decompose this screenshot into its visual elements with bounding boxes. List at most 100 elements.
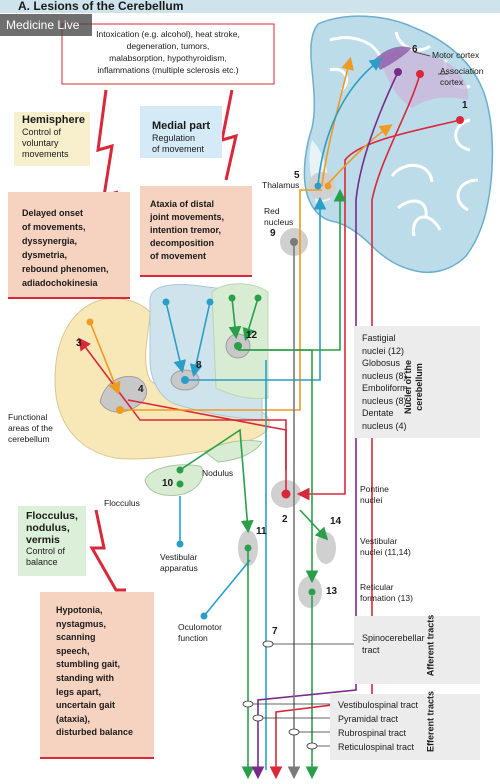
dot-cortex-1: [456, 116, 464, 124]
path-orange-thalamus-cortex: [321, 56, 354, 187]
symptom-line: of movements,: [22, 222, 86, 232]
pontine-line: nuclei: [360, 495, 383, 505]
symptoms-hemisphere: Delayed onset of movements, dyssynergia,…: [22, 206, 109, 290]
number-13: 13: [326, 586, 338, 597]
dot-emboliform: [181, 376, 189, 384]
number-12: 12: [246, 330, 258, 341]
vestibular-apparatus-line: Vestibular: [160, 552, 198, 562]
symptom-line: scanning: [56, 632, 96, 643]
medial-line: Regulation: [152, 133, 196, 143]
dot-medial-2: [206, 298, 214, 306]
dot-motor-cortex-purple: [394, 68, 402, 76]
flocculus-label: Flocculus, nodulus, vermis Control of ba…: [26, 510, 78, 568]
dot-fastigial: [234, 342, 242, 350]
number-5: 5: [294, 170, 300, 181]
path-orange-dentate-thalamus: [120, 189, 322, 411]
symptom-line: dyssynergia,: [22, 236, 78, 246]
cause-line: malabsorption, hypothyroidism,: [109, 53, 227, 63]
hemisphere-line: movements: [22, 149, 69, 159]
nuclei-line: nucleus (4): [362, 420, 407, 431]
number-8: 8: [196, 360, 202, 371]
flocculus-text-label: Flocculus: [104, 498, 140, 508]
hemisphere-box: [14, 112, 90, 166]
medial-title: Medial part: [152, 120, 211, 132]
symptom-line: Hypotonia,: [56, 605, 103, 615]
symptom-line: speech,: [56, 645, 90, 656]
path-red-rubrospinal: [269, 73, 421, 780]
motor-cortex-label: Motor cortex: [432, 50, 480, 60]
oculomotor-line: function: [178, 633, 208, 643]
number-2: 2: [282, 514, 288, 525]
vestibular-nuclei-label: Vestibular nuclei (11,14): [360, 536, 411, 558]
dot-pontine: [281, 489, 291, 499]
efferent-line: Vestibulospinal tract: [338, 700, 419, 710]
efferent-line: Pyramidal tract: [338, 714, 399, 724]
nuclei-box: [354, 326, 480, 438]
dot-vestibular-11: [244, 544, 252, 552]
number-14: 14: [330, 516, 342, 527]
symptom-line: rebound phenomen,: [22, 264, 109, 274]
dot-flocculus: [176, 480, 184, 488]
flocculus-title: Flocculus,: [26, 510, 78, 522]
nuclei-line: Fastigial: [362, 333, 396, 343]
dot-hemisphere-cortex: [86, 318, 94, 326]
watermark: Medicine Live: [0, 14, 92, 36]
oculomotor-label: Oculomotor function: [178, 622, 222, 644]
path-red-cortex-pontine: [296, 119, 461, 501]
path-blue-medial-2: [189, 301, 211, 378]
tract-tube-rubrospinal: [288, 728, 300, 736]
functional-line: Functional: [8, 412, 48, 422]
path-blue-thalamus-cortex: [317, 58, 383, 187]
hemisphere-line: Control of: [22, 127, 62, 137]
tract-leader-motor-cortex: [413, 51, 431, 57]
symptom-line: Delayed onset: [22, 208, 84, 218]
path-blue-oculomotor: [203, 559, 251, 617]
vestibular-nucleus-14: [316, 532, 336, 564]
functional-line: areas of the: [8, 423, 53, 433]
thalamus-label: Thalamus: [262, 180, 300, 190]
cerebellum-hemisphere: [54, 298, 270, 460]
association-cortex-region: [380, 51, 469, 108]
dot-motor-cortex-red: [416, 70, 424, 78]
symptom-line: standing with: [56, 672, 114, 683]
dot-dentate: [116, 406, 124, 414]
efferent-list: Vestibulospinal tract Pyramidal tract Ru…: [338, 698, 418, 754]
afferent-line: Spinocerebellar: [362, 633, 425, 643]
lightning-bolt-medial: [220, 89, 239, 181]
cause-line: Intoxication (e.g. alcohol), heat stroke…: [96, 29, 240, 39]
lightning-bolt-flocculus: [89, 509, 126, 592]
tract-tube-vestibulospinal: [242, 700, 254, 708]
pontine-line: Pontine: [360, 484, 389, 494]
path-blue-medial-1: [165, 301, 187, 374]
nodulus-shape: [204, 439, 263, 463]
dot-vestibular-apparatus: [176, 540, 184, 548]
symptom-line: (ataxia),: [56, 713, 91, 724]
symptom-line: uncertain gait: [56, 700, 116, 711]
functional-line: cerebellum: [8, 434, 50, 444]
reticular-formation-label: Reticular formation (13): [360, 582, 413, 604]
cause-line: inflammations (multiple sclerosis etc.): [97, 65, 239, 75]
red-nucleus-label: Red nucleus: [264, 206, 293, 228]
association-cortex-label: Association cortex: [440, 66, 483, 88]
efferent-line: Rubrospinal tract: [338, 728, 407, 738]
spinocerebellar-label: Spinocerebellar tract: [362, 632, 425, 656]
causes-box: [61, 23, 275, 85]
title-bar: [0, 0, 500, 13]
dot-vermis-1: [228, 294, 236, 302]
causes-text: Intoxication (e.g. alcohol), heat stroke…: [62, 28, 274, 76]
reticular-line: Reticular: [360, 582, 394, 592]
afferent-title: Afferent tracts: [425, 614, 436, 677]
flocculus-line: balance: [26, 557, 58, 567]
vestibular-nuclei-line: Vestibular: [360, 536, 398, 546]
nuclei-line: Globosus: [362, 358, 401, 368]
nuclei-line: Emboliform: [362, 383, 408, 393]
nuclei-line: nucleus (8): [362, 395, 407, 406]
path-green-fastigial-1: [228, 297, 242, 340]
cause-line: degeneration, tumors,: [126, 41, 210, 51]
dot-medial-1: [162, 298, 170, 306]
dot-oculomotor: [200, 612, 208, 620]
symptom-line: of movement: [150, 251, 207, 261]
afferent-line: tract: [362, 645, 380, 655]
flocculus-box-bg: [18, 506, 86, 576]
